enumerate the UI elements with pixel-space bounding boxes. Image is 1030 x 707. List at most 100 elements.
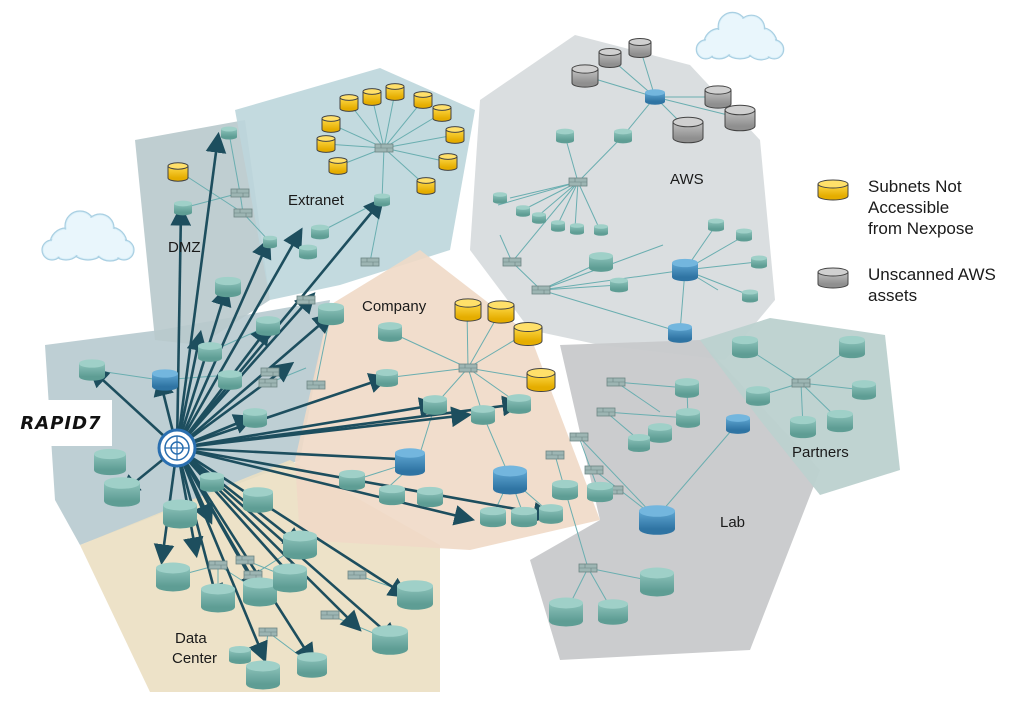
network-link — [509, 181, 579, 199]
firewall-icon — [235, 555, 255, 565]
teal-database-icon — [218, 370, 242, 390]
teal-database-icon — [628, 433, 650, 453]
firewall-icon — [569, 432, 589, 442]
teal-database-icon — [378, 322, 402, 342]
teal-database-icon — [790, 415, 816, 439]
firewall-icon — [306, 380, 326, 390]
network-link — [540, 284, 620, 291]
firewall-icon — [243, 570, 263, 580]
blue-database-icon — [672, 258, 698, 282]
teal-database-icon — [299, 244, 317, 260]
scan-arrow — [175, 447, 315, 665]
blue-database-icon — [668, 323, 692, 343]
network-link — [577, 135, 624, 183]
teal-database-icon — [552, 479, 578, 501]
scan-arrow — [176, 446, 424, 470]
yellow-database-icon — [413, 91, 433, 109]
firewall-icon — [791, 378, 811, 388]
scan-arrow — [176, 373, 390, 450]
network-link — [383, 91, 396, 149]
network-link — [228, 132, 241, 194]
teal-database-icon — [736, 228, 752, 242]
teal-database-icon — [243, 408, 267, 428]
yellow-database-icon — [321, 115, 341, 133]
network-link — [578, 436, 657, 519]
teal-database-icon — [532, 212, 546, 224]
teal-database-icon — [215, 276, 241, 298]
firewall-icon — [258, 627, 278, 637]
firewall-icon — [578, 563, 598, 573]
blue-database-icon — [645, 89, 665, 105]
scan-arrow — [176, 395, 524, 450]
teal-database-icon — [556, 128, 574, 144]
scan-arrow — [175, 131, 227, 449]
network-link — [564, 489, 589, 569]
teal-database-icon — [198, 342, 222, 362]
teal-database-icon — [471, 405, 495, 425]
yellow-database-icon — [526, 368, 556, 392]
teal-database-icon — [339, 469, 365, 491]
network-link — [557, 181, 579, 225]
yellow-database-icon — [454, 298, 482, 322]
zone-label-dmz: DMZ — [168, 239, 201, 256]
network-link — [383, 147, 449, 163]
teal-database-icon — [256, 316, 280, 336]
scan-arrow — [175, 237, 272, 449]
teal-database-icon — [318, 302, 344, 326]
firewall-icon — [260, 367, 280, 377]
teal-database-icon — [589, 252, 613, 272]
firewall-icon — [233, 208, 253, 218]
network-link — [497, 181, 579, 206]
scan-arrow — [175, 447, 224, 606]
teal-database-icon — [163, 499, 197, 529]
cloud-icon-dmz — [41, 210, 135, 262]
teal-database-icon — [200, 472, 224, 492]
yellow-database-icon — [487, 300, 515, 324]
firewall-icon — [596, 407, 616, 417]
teal-database-icon — [587, 481, 613, 503]
firewall-icon — [360, 257, 380, 267]
firewall-icon — [374, 143, 394, 153]
zone-label-datacenter: Data Center — [172, 630, 217, 667]
teal-database-icon — [79, 359, 105, 381]
teal-database-icon — [516, 205, 530, 217]
network-link — [389, 331, 469, 369]
yellow-database-icon — [167, 162, 189, 182]
scan-arrow — [176, 446, 476, 526]
teal-database-icon — [246, 660, 280, 690]
teal-database-icon — [374, 193, 390, 207]
teal-database-icon — [229, 645, 251, 665]
blue-database-icon — [152, 369, 178, 391]
scan-arrow — [175, 447, 268, 663]
teal-database-icon — [675, 378, 699, 398]
teal-database-icon — [283, 530, 317, 560]
network-link — [182, 192, 241, 209]
firewall-icon — [347, 570, 367, 580]
teal-database-icon — [648, 423, 672, 443]
yellow-database-icon — [339, 94, 359, 112]
scan-arrow — [170, 204, 192, 449]
teal-database-icon — [539, 504, 563, 524]
rapid7-logo: RAPID7 — [10, 400, 112, 446]
teal-database-icon — [594, 224, 608, 236]
firewall-icon — [296, 295, 316, 305]
zone-partners — [700, 318, 900, 495]
teal-database-icon — [610, 277, 628, 293]
network-link — [499, 234, 513, 263]
zone-label-extranet: Extranet — [288, 192, 345, 209]
network-link — [381, 147, 385, 201]
teal-database-icon — [397, 580, 433, 610]
teal-database-icon — [708, 218, 724, 232]
scan-arrow — [176, 312, 334, 449]
network-link — [383, 134, 456, 149]
firewall-icon — [531, 285, 551, 295]
yellow-database-icon — [385, 83, 405, 101]
scan-arrow — [176, 446, 305, 549]
firewall-icon — [320, 610, 340, 620]
teal-database-icon — [423, 395, 447, 415]
teal-database-icon — [372, 625, 408, 655]
firewall-icon — [568, 177, 588, 187]
network-link — [540, 289, 681, 333]
